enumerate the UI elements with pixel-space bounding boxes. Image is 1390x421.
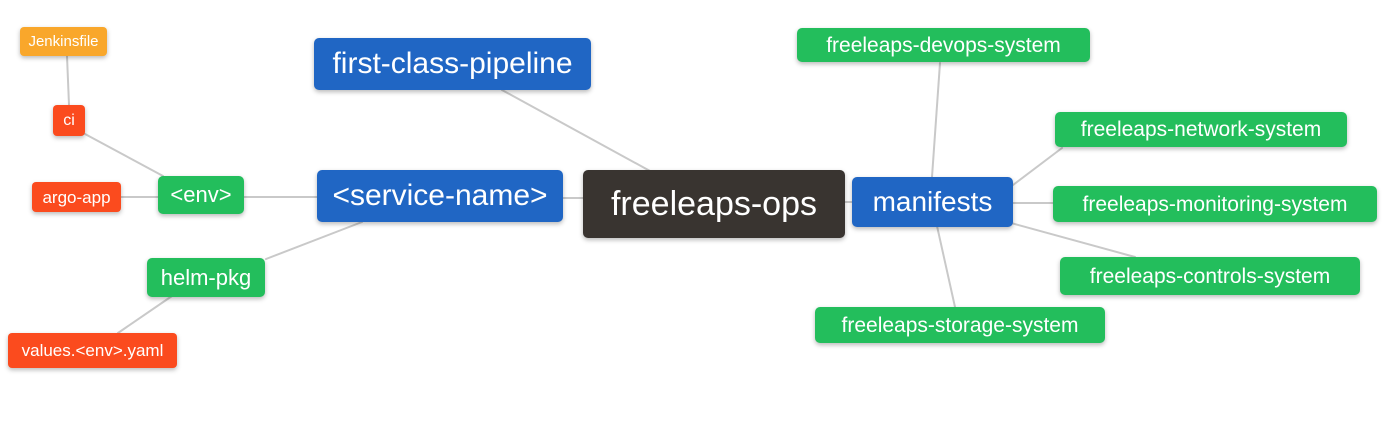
edge-ci-env xyxy=(84,133,164,177)
edge-manifests-devops xyxy=(931,62,941,178)
node-values-env-yaml[interactable]: values.<env>.yaml xyxy=(8,333,177,368)
edge-service-name-helm-pkg xyxy=(265,221,363,260)
node-helm-pkg[interactable]: helm-pkg xyxy=(147,258,265,297)
node-ci[interactable]: ci xyxy=(53,105,85,136)
node-jenkinsfile[interactable]: Jenkinsfile xyxy=(20,27,107,56)
node-network-system[interactable]: freeleaps-network-system xyxy=(1055,112,1347,147)
edge-helm-pkg-values xyxy=(117,295,173,334)
node-service-name[interactable]: <service-name> xyxy=(317,170,563,222)
edge-jenkinsfile-ci xyxy=(66,55,70,106)
node-first-class-pipeline[interactable]: first-class-pipeline xyxy=(314,38,591,90)
edge-manifests-controls xyxy=(1010,222,1136,258)
node-devops-system[interactable]: freeleaps-devops-system xyxy=(797,28,1090,62)
edge-manifests-network xyxy=(1012,147,1063,186)
node-freeleaps-ops[interactable]: freeleaps-ops xyxy=(583,170,845,238)
edge-manifests-storage xyxy=(936,225,956,308)
node-manifests[interactable]: manifests xyxy=(852,177,1013,227)
node-env[interactable]: <env> xyxy=(158,176,244,214)
edge-pipeline-ops xyxy=(501,89,651,172)
node-monitoring-system[interactable]: freeleaps-monitoring-system xyxy=(1053,186,1377,222)
node-storage-system[interactable]: freeleaps-storage-system xyxy=(815,307,1105,343)
node-argo-app[interactable]: argo-app xyxy=(32,182,121,212)
node-controls-system[interactable]: freeleaps-controls-system xyxy=(1060,257,1360,295)
